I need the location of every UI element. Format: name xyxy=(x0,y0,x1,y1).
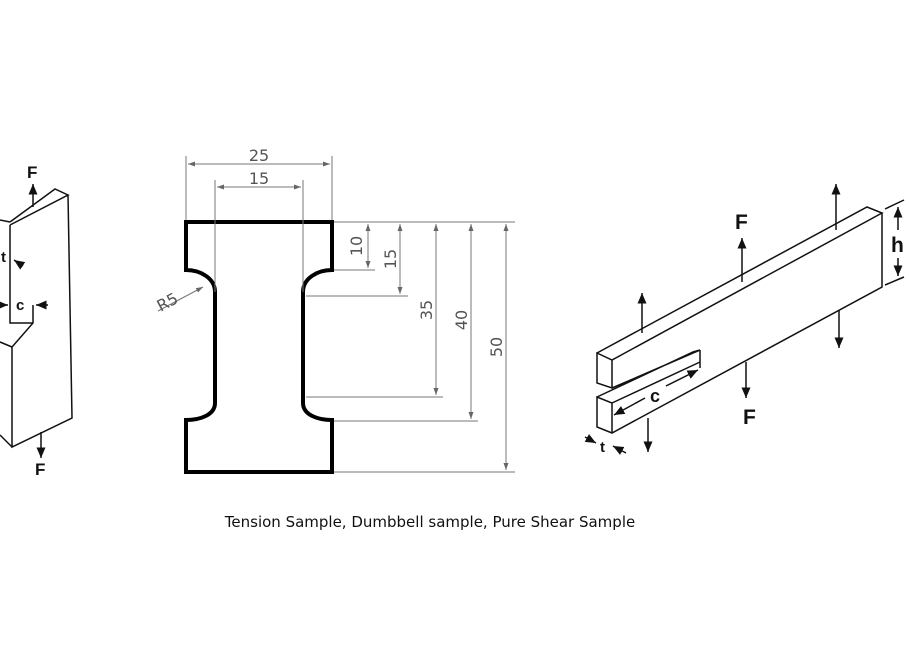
tension-crack-label: c xyxy=(16,297,24,314)
tension-sample xyxy=(0,184,73,458)
tension-thickness-label: t xyxy=(1,249,6,266)
dim-15: 15 xyxy=(381,249,400,269)
dimension-lines xyxy=(157,156,515,473)
thickness-arrow xyxy=(13,259,26,270)
dumbbell-outline xyxy=(184,220,334,474)
crack-arrow-left xyxy=(613,397,646,416)
thickness-arrow-right xyxy=(612,445,627,455)
dim-40: 40 xyxy=(452,310,471,330)
shear-sample xyxy=(584,184,905,455)
shear-thickness-label: t xyxy=(600,439,605,456)
thickness-arrow-left xyxy=(584,434,597,444)
dim-35: 35 xyxy=(417,300,436,320)
shear-force-bottom-label: F xyxy=(743,406,756,429)
dim-radius: R5 xyxy=(154,289,182,316)
tension-sample-body xyxy=(0,188,73,449)
figure-caption: Tension Sample, Dumbbell sample, Pure Sh… xyxy=(224,513,636,531)
dim-10: 10 xyxy=(347,236,366,256)
shear-crack-label: c xyxy=(650,386,660,406)
tension-force-bottom-label: F xyxy=(35,460,45,479)
dim-50: 50 xyxy=(487,337,506,357)
dumbbell-sample: 25 15 R5 10 15 35 40 50 xyxy=(154,146,515,474)
shear-sample-body xyxy=(596,206,884,434)
shear-height-label: h xyxy=(891,234,904,257)
tension-force-top-label: F xyxy=(27,163,37,182)
shear-force-top-label: F xyxy=(735,211,748,234)
crack-arrow-right xyxy=(665,369,699,387)
dim-width-outer: 25 xyxy=(249,146,269,165)
dim-width-neck: 15 xyxy=(249,169,269,188)
